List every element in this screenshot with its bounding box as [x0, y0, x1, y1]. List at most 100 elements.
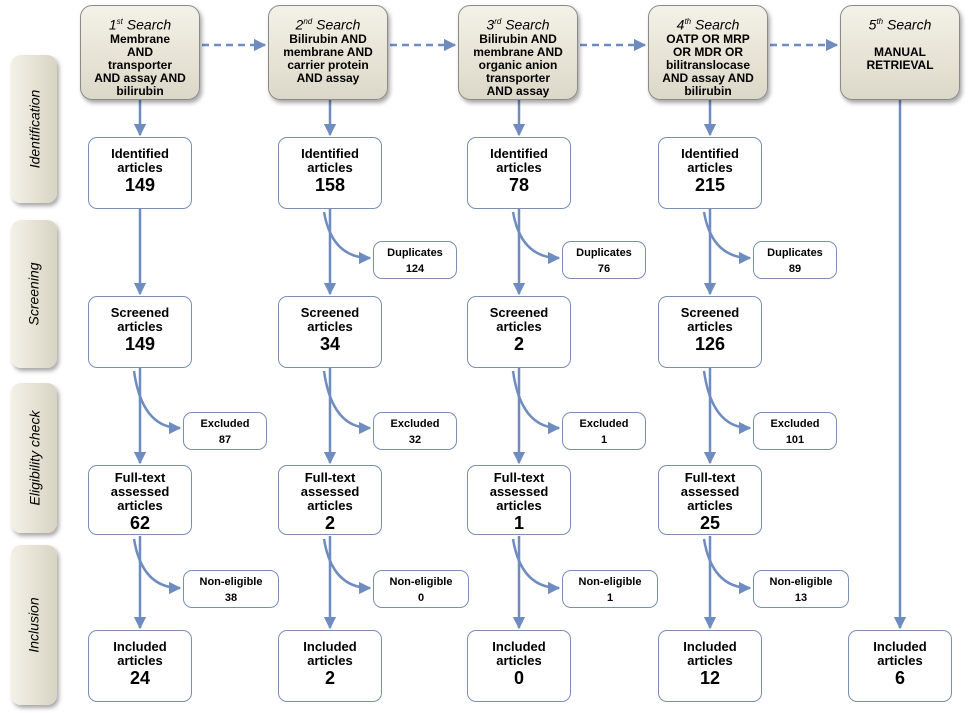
- phase-screening: Screening: [11, 220, 57, 368]
- box-count: 2: [324, 668, 335, 688]
- box-label: articles: [687, 319, 733, 334]
- box-label: assessed: [110, 484, 170, 499]
- flow-arrow: [511, 370, 561, 435]
- box-count: 12: [699, 668, 721, 688]
- flow-arrow: [511, 211, 561, 265]
- flow-arrow: [702, 211, 752, 265]
- box-count: 2: [324, 513, 335, 533]
- box-count: 101: [785, 434, 805, 446]
- box-label: Full-text: [684, 470, 736, 485]
- search-title: 5th Search: [868, 16, 932, 33]
- phase-identification: Identification: [11, 55, 57, 203]
- box-count: 0: [417, 592, 425, 604]
- box-count: 87: [218, 434, 232, 446]
- search-term: membrane AND: [283, 44, 373, 59]
- box-label: Identified: [301, 146, 359, 161]
- box-count: 0: [513, 668, 524, 688]
- flow-arrow: [322, 538, 372, 595]
- box-count: 76: [597, 263, 611, 275]
- box-label: articles: [496, 319, 542, 334]
- box-label: assessed: [489, 484, 549, 499]
- noneligible-box: Non-eligible 38: [183, 570, 279, 608]
- search-term: Bilirubin AND: [479, 31, 557, 46]
- excluded-box: Excluded 101: [753, 412, 837, 450]
- flow-arrow: [322, 370, 372, 435]
- box-count: 149: [124, 175, 156, 195]
- search-term: transporter: [485, 70, 550, 85]
- box-label: articles: [117, 653, 163, 668]
- search-title: 1st Search: [108, 16, 172, 33]
- excluded-box: Excluded 1: [562, 412, 646, 450]
- box-count: 24: [129, 668, 151, 688]
- search-term: transporter: [107, 57, 172, 72]
- duplicates-box: Duplicates 76: [562, 241, 646, 279]
- search-term: AND assay: [296, 70, 360, 85]
- box-label: Non-eligible: [389, 576, 453, 588]
- phase-label: Identification: [26, 89, 43, 169]
- box-label: Identified: [490, 146, 548, 161]
- box-label: articles: [687, 653, 733, 668]
- search-term: bilitranslocase: [665, 57, 751, 72]
- search-term: organic anion: [478, 57, 558, 72]
- box-label: Excluded: [579, 418, 629, 430]
- search-term: bilirubin: [116, 83, 164, 98]
- phase-inclusion: Inclusion: [11, 545, 57, 705]
- box-label: Duplicates: [767, 247, 823, 259]
- box-count: 6: [894, 668, 905, 688]
- box-count: 38: [224, 592, 238, 604]
- search-term: AND: [127, 44, 153, 59]
- excluded-box: Excluded 87: [183, 412, 267, 450]
- box-count: 215: [694, 175, 726, 195]
- search-term: AND assay AND: [94, 70, 186, 85]
- box-count: 124: [405, 263, 425, 275]
- flow-arrow: [702, 538, 752, 595]
- flow-arrow: [132, 538, 182, 595]
- phase-label: Screening: [26, 262, 43, 326]
- search-term: MANUAL: [874, 44, 926, 59]
- box-count: 1: [600, 434, 608, 446]
- box-count: 2: [513, 334, 524, 354]
- box-label: Excluded: [200, 418, 250, 430]
- search-term: carrier protein: [287, 57, 369, 72]
- box-count: 1: [606, 592, 614, 604]
- box-label: Non-eligible: [199, 576, 263, 588]
- search-title: 3rd Search: [486, 16, 550, 33]
- search-title: 4th Search: [676, 16, 740, 33]
- box-label: articles: [307, 498, 353, 513]
- box-label: articles: [687, 498, 733, 513]
- box-label: articles: [307, 653, 353, 668]
- box-count: 158: [314, 175, 346, 195]
- box-label: Duplicates: [576, 247, 632, 259]
- phase-label: Inclusion: [26, 597, 43, 653]
- box-label: Full-text: [304, 470, 356, 485]
- flow-arrow: [322, 211, 372, 265]
- box-label: Included: [492, 639, 546, 654]
- box-count: 1: [513, 513, 524, 533]
- box-label: Screened: [110, 305, 170, 320]
- box-count: 13: [794, 592, 808, 604]
- box-label: Excluded: [770, 418, 820, 430]
- phase-eligibility: Eligibility check: [11, 383, 57, 533]
- box-label: Included: [113, 639, 167, 654]
- box-label: articles: [117, 498, 163, 513]
- box-label: articles: [117, 319, 163, 334]
- box-count: 34: [319, 334, 341, 354]
